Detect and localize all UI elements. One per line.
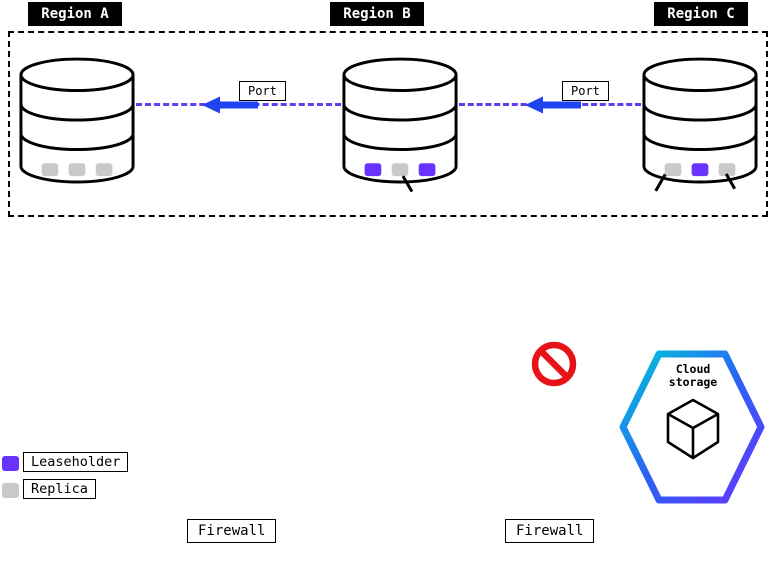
no-entry-icon xyxy=(531,341,577,387)
legend-label-leaseholder: Leaseholder xyxy=(23,452,129,472)
region-c-label: Region C xyxy=(654,2,748,26)
database-cylinder-icon-region-c xyxy=(642,57,758,184)
legend-label-replica: Replica xyxy=(23,479,96,499)
port-arrow-icon xyxy=(202,96,258,114)
firewall-label-1: Firewall xyxy=(187,519,277,543)
node-square xyxy=(718,163,736,177)
node-square xyxy=(95,163,113,177)
legend-swatch-replica xyxy=(2,483,19,498)
node-square xyxy=(418,163,436,177)
node-square xyxy=(41,163,59,177)
database-cylinder-icon-region-b xyxy=(342,57,458,184)
region-a-label: Region A xyxy=(28,2,122,26)
cube-icon xyxy=(666,398,720,460)
port-arrow-icon xyxy=(525,96,581,114)
node-square xyxy=(68,163,86,177)
node-square xyxy=(664,163,682,177)
node-square xyxy=(364,163,382,177)
port-label-a-b: Port xyxy=(239,81,286,101)
cluster-boundary-box xyxy=(8,31,768,217)
legend-swatch-leaseholder xyxy=(2,456,19,471)
port-label-b-c: Port xyxy=(562,81,609,101)
node-square xyxy=(391,163,409,177)
database-cylinder-icon-region-a xyxy=(19,57,135,184)
cloud-storage-label: Cloud storage xyxy=(668,362,718,389)
node-square xyxy=(691,163,709,177)
region-b-label: Region B xyxy=(330,2,424,26)
firewall-label-2: Firewall xyxy=(505,519,595,543)
